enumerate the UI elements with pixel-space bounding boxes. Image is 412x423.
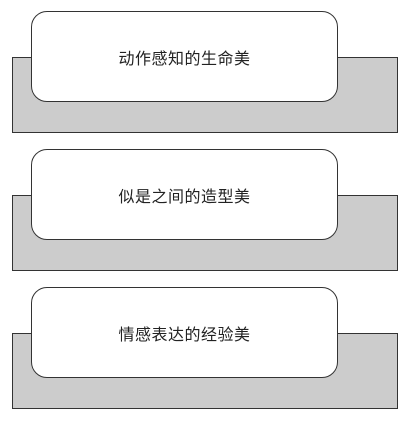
label-text: 似是之间的造型美	[118, 186, 251, 206]
diagram-block-2: 似是之间的造型美	[0, 138, 412, 271]
label-text: 情感表达的经验美	[118, 324, 251, 344]
label-box: 动作感知的生命美	[31, 11, 338, 102]
diagram-block-3: 情感表达的经验美	[0, 276, 412, 409]
label-box: 似是之间的造型美	[31, 149, 338, 240]
diagram-block-1: 动作感知的生命美	[0, 0, 412, 133]
label-box: 情感表达的经验美	[31, 287, 338, 378]
label-text: 动作感知的生命美	[118, 48, 251, 68]
